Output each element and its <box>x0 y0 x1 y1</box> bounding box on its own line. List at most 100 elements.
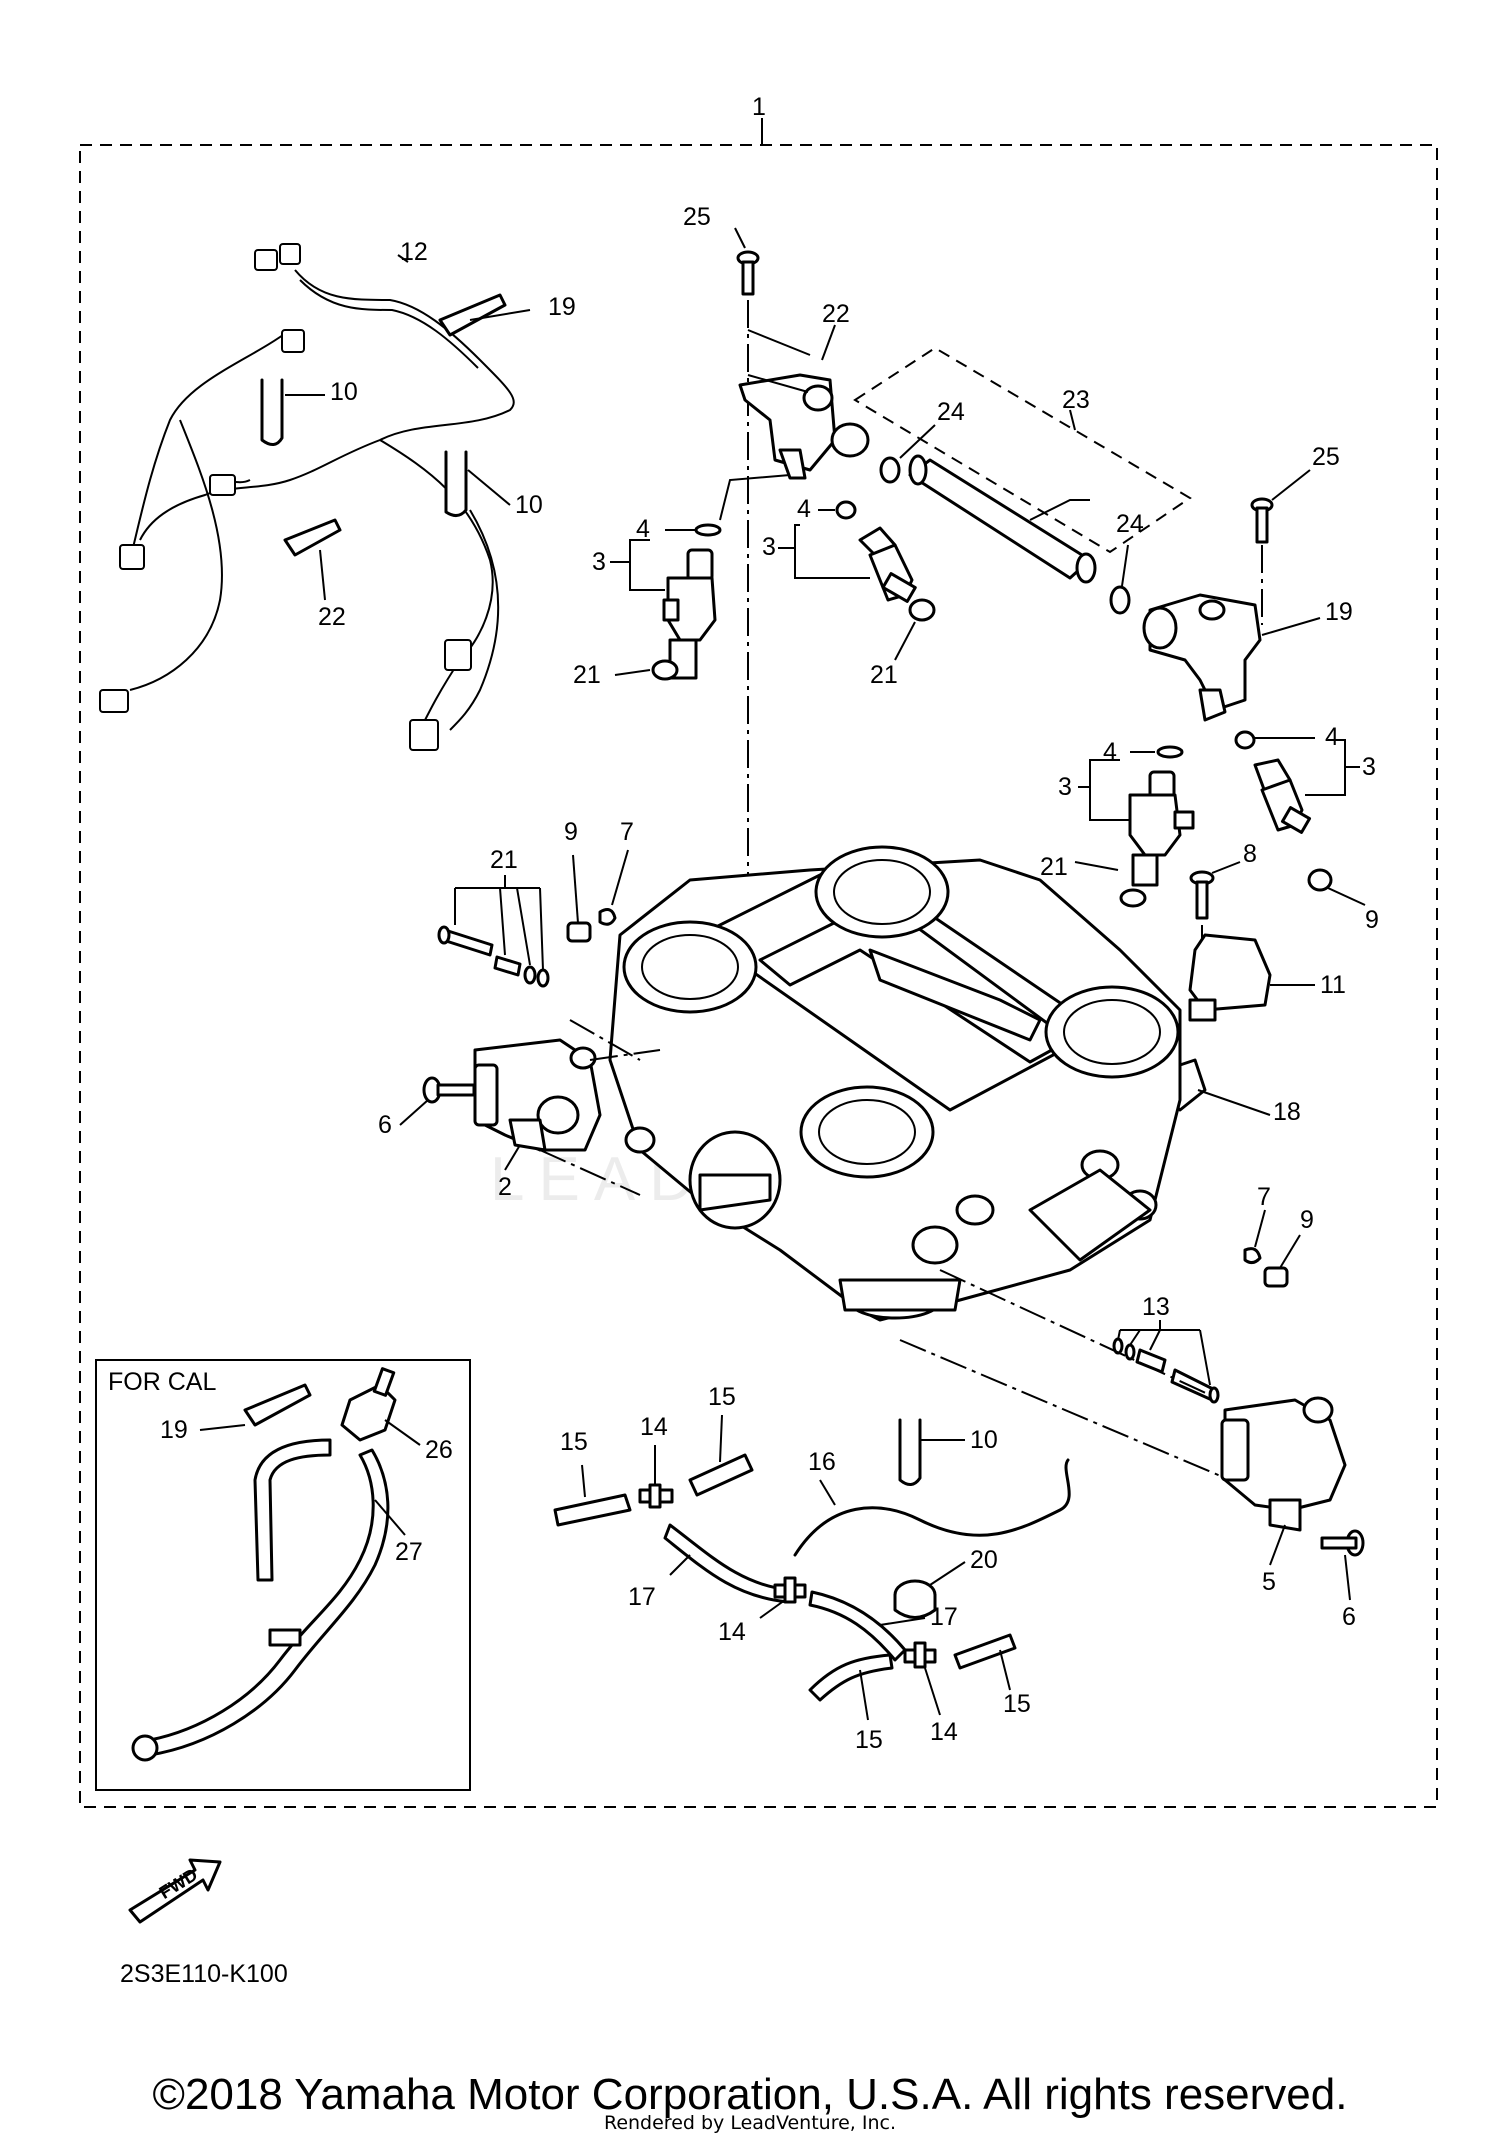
t-joint-14a[interactable] <box>638 1483 674 1509</box>
callout-17a[interactable]: 17 <box>628 1583 656 1611</box>
clip-10b[interactable] <box>444 450 468 517</box>
callout-18[interactable]: 18 <box>1273 1098 1301 1126</box>
callout-8[interactable]: 8 <box>1243 840 1257 868</box>
callout-14c[interactable]: 14 <box>930 1718 958 1746</box>
callout-15c[interactable]: 15 <box>855 1726 883 1754</box>
callout-20[interactable]: 20 <box>970 1546 998 1574</box>
callout-25b[interactable]: 25 <box>1312 443 1340 471</box>
callout-19c[interactable]: 19 <box>160 1416 188 1444</box>
callout-5[interactable]: 5 <box>1262 1568 1276 1596</box>
callout-21d[interactable]: 9 <box>1365 906 1379 934</box>
o-ring-4c[interactable] <box>1156 745 1184 759</box>
valve-26[interactable] <box>340 1367 397 1442</box>
callout-21a[interactable]: 21 <box>573 661 601 689</box>
fuel-injector-3d[interactable] <box>1253 758 1312 834</box>
callout-3c[interactable]: 3 <box>1058 773 1072 801</box>
callout-7b[interactable]: 7 <box>1257 1183 1271 1211</box>
screw-25b[interactable] <box>1250 497 1274 544</box>
cable-tie-19c[interactable] <box>243 1383 312 1427</box>
fuel-injector-3b[interactable] <box>858 526 917 603</box>
callout-24b[interactable]: 24 <box>1116 510 1144 538</box>
callout-16[interactable]: 16 <box>808 1448 836 1476</box>
callout-6a[interactable]: 6 <box>378 1111 392 1139</box>
screw-6b[interactable] <box>1320 1529 1365 1557</box>
o-ring-4d[interactable] <box>1234 730 1256 750</box>
screw-set-13a[interactable] <box>437 925 550 988</box>
t-joint-14c[interactable] <box>903 1641 937 1669</box>
callout-4d[interactable]: 4 <box>1325 723 1339 751</box>
fuel-injector-3a[interactable] <box>662 548 717 680</box>
callout-11[interactable]: 11 <box>1320 971 1346 999</box>
callout-21c[interactable]: 21 <box>1040 853 1068 881</box>
clip-10c[interactable] <box>898 1418 922 1486</box>
callout-1[interactable]: 1 <box>752 93 766 121</box>
callout-14a[interactable]: 14 <box>640 1413 668 1441</box>
hose-17a[interactable] <box>663 1523 792 1604</box>
wire-harness[interactable] <box>99 243 515 751</box>
callout-14b[interactable]: 14 <box>718 1618 746 1646</box>
callout-6b[interactable]: 6 <box>1342 1603 1356 1631</box>
hose-15b[interactable] <box>688 1453 754 1497</box>
hose-15c[interactable] <box>808 1653 894 1702</box>
screw-6a[interactable] <box>422 1076 476 1104</box>
screw-8[interactable] <box>1189 870 1215 920</box>
callout-24a[interactable]: 24 <box>937 398 965 426</box>
callout-10a[interactable]: 10 <box>330 378 358 406</box>
o-ring-4a[interactable] <box>694 523 722 537</box>
seal-21d[interactable] <box>1307 868 1333 892</box>
callout-9b[interactable]: 9 <box>1300 1206 1314 1234</box>
callout-3a[interactable]: 3 <box>592 548 606 576</box>
callout-15a[interactable]: 15 <box>560 1428 588 1456</box>
o-ring-24b[interactable] <box>1109 585 1131 615</box>
callout-12[interactable]: 12 <box>400 238 428 266</box>
seal-21a[interactable] <box>651 659 679 681</box>
seal-21b[interactable] <box>908 598 936 622</box>
throttle-position-sensor-2[interactable] <box>473 1038 602 1152</box>
callout-13b[interactable]: 13 <box>1142 1293 1170 1321</box>
callout-4a[interactable]: 4 <box>636 515 650 543</box>
screw-25a[interactable] <box>736 250 760 296</box>
throttle-sensor-5[interactable] <box>1220 1396 1347 1532</box>
fuel-injector-3c[interactable] <box>1128 770 1195 887</box>
joint-22b[interactable] <box>1142 593 1262 722</box>
callout-15b[interactable]: 15 <box>708 1383 736 1411</box>
callout-2[interactable]: 2 <box>498 1173 512 1201</box>
o-ring-24a[interactable] <box>879 456 901 484</box>
cap-9a[interactable] <box>566 921 592 943</box>
callout-10b[interactable]: 10 <box>515 491 543 519</box>
callout-26[interactable]: 26 <box>425 1436 453 1464</box>
clip-7a[interactable] <box>598 908 617 926</box>
t-joint-14b[interactable] <box>773 1576 807 1604</box>
callout-27[interactable]: 27 <box>395 1538 423 1566</box>
callout-9a[interactable]: 9 <box>564 818 578 846</box>
callout-22b[interactable]: 19 <box>1325 598 1353 626</box>
callout-21b[interactable]: 21 <box>870 661 898 689</box>
cap-9b[interactable] <box>1263 1266 1289 1288</box>
hose-15a[interactable] <box>553 1493 632 1527</box>
seal-21c[interactable] <box>1119 888 1147 908</box>
clip-7b[interactable] <box>1243 1247 1262 1265</box>
callout-19b[interactable]: 22 <box>318 603 346 631</box>
screw-set-13b[interactable] <box>1112 1337 1220 1404</box>
callout-13a[interactable]: 21 <box>490 846 518 874</box>
callout-7a[interactable]: 7 <box>620 818 634 846</box>
cable-tie-19a[interactable] <box>438 293 507 337</box>
fuel-rail[interactable] <box>908 458 1092 580</box>
callout-4b[interactable]: 4 <box>797 495 811 523</box>
callout-25a[interactable]: 25 <box>683 203 711 231</box>
callout-19a[interactable]: 19 <box>548 293 576 321</box>
callout-23[interactable]: 23 <box>1062 386 1090 414</box>
callout-22a[interactable]: 22 <box>822 300 850 328</box>
callout-3d[interactable]: 3 <box>1362 753 1376 781</box>
callout-4c[interactable]: 4 <box>1103 738 1117 766</box>
hose-15d[interactable] <box>953 1633 1017 1670</box>
joint-22a[interactable] <box>738 373 870 480</box>
hose-17b[interactable] <box>808 1590 907 1662</box>
clip-10a[interactable] <box>260 378 284 446</box>
throttle-body-assembly[interactable] <box>608 845 1182 1322</box>
callout-15d[interactable]: 15 <box>1003 1690 1031 1718</box>
callout-10c[interactable]: 10 <box>970 1426 998 1454</box>
hose-27[interactable] <box>131 1438 390 1762</box>
o-ring-4b[interactable] <box>835 500 857 520</box>
callout-3b[interactable]: 3 <box>762 533 776 561</box>
